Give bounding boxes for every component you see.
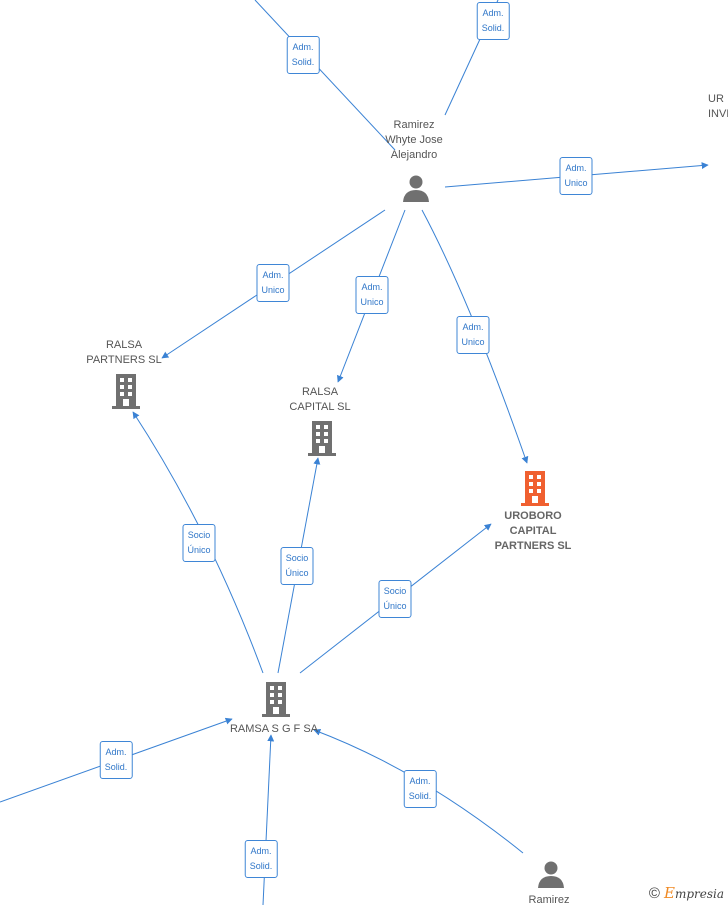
copyright-icon: © [648, 885, 660, 902]
node-label-ralsa-partners[interactable]: RALSA PARTNERS SL [86, 339, 162, 366]
edge-label-ramsa-ralsa-capital[interactable]: Socio Único [280, 547, 314, 585]
node-label-ur-inv[interactable]: UR INVE [708, 93, 728, 120]
edge-label-top-left[interactable]: Adm. Solid. [286, 36, 320, 74]
node-label-ralsa-capital[interactable]: RALSA CAPITAL SL [289, 386, 351, 413]
building-icon-main[interactable] [518, 469, 552, 507]
person-icon[interactable] [401, 173, 431, 203]
edge-label-left-ramsa[interactable]: Adm. Solid. [99, 741, 133, 779]
edge-label-uroboro[interactable]: Adm. Unico [456, 316, 490, 354]
building-icon[interactable] [305, 419, 339, 457]
edge-label-ramsa-ralsa-partners[interactable]: Socio Único [182, 524, 216, 562]
empresia-logo: ©Empresia [649, 884, 724, 902]
node-label-ramsa[interactable]: RAMSA S G F SA [229, 723, 319, 735]
edge-label-ramsa-uroboro[interactable]: Socio Único [378, 580, 412, 618]
edge-label-ur-inv[interactable]: Adm. Unico [559, 157, 593, 195]
node-label-ramirez-whyte[interactable]: Ramirez Whyte Jose Alejandro [385, 119, 443, 161]
edge-bottom-ramsa-line [262, 734, 275, 905]
brand-name: mpresia [674, 887, 724, 901]
edge-label-bottom-ramsa[interactable]: Adm. Solid. [244, 840, 278, 878]
person-icon[interactable] [536, 859, 566, 889]
edge-label-ralsa-partners[interactable]: Adm. Unico [256, 264, 290, 302]
edge-label-ramirez-ramsa[interactable]: Adm. Solid. [403, 770, 437, 808]
node-label-uroboro[interactable]: UROBORO CAPITAL PARTNERS SL [494, 510, 572, 552]
building-icon[interactable] [109, 372, 143, 410]
node-label-ramirez-bottom[interactable]: Ramirez [528, 894, 570, 906]
edge-top-left-line [254, 0, 396, 151]
edge-label-top-right[interactable]: Adm. Solid. [476, 2, 510, 40]
building-icon[interactable] [259, 680, 293, 718]
edge-label-ralsa-capital[interactable]: Adm. Unico [355, 276, 389, 314]
brand-initial: E [663, 884, 675, 902]
